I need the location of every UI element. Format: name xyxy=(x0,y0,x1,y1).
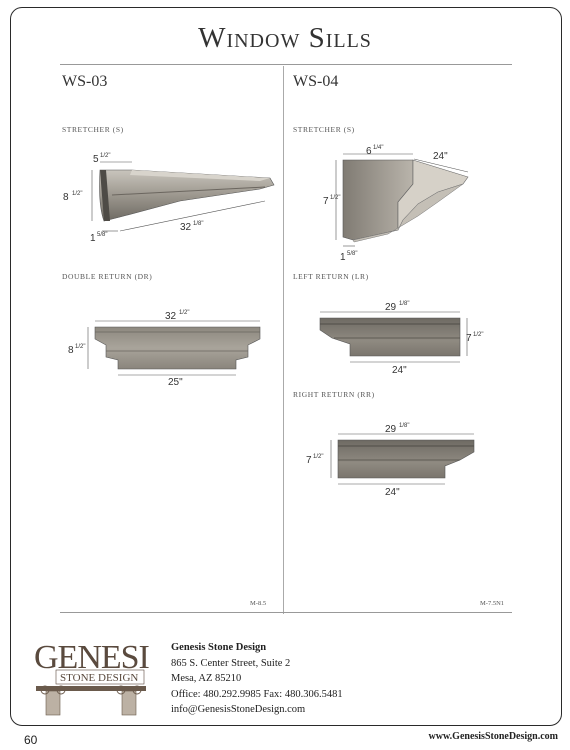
dim-ws03-dr-top: 32 xyxy=(165,311,177,322)
website-link[interactable]: www.GenesisStoneDesign.com xyxy=(428,731,558,742)
dim-ws03-dr-top-frac: 1/2" xyxy=(179,310,189,316)
dim-ws03-s-height-frac: 1/2" xyxy=(72,191,82,197)
company-city: Mesa, AZ 85210 xyxy=(171,673,242,684)
dim-ws03-s-top: 5 xyxy=(93,154,99,165)
section-label-ws04-stretcher: STRETCHER (S) xyxy=(293,125,355,134)
logo-subtitle: STONE DESIGN xyxy=(60,672,138,684)
dim-ws04-rr-bottom: 24" xyxy=(385,487,400,498)
dim-ws04-rr-top-frac: 1/8" xyxy=(399,423,409,429)
section-label-ws03-double-return: DOUBLE RETURN (DR) xyxy=(62,272,153,281)
section-label-ws04-right-return: RIGHT RETURN (RR) xyxy=(293,390,375,399)
ref-ws03: M-8.5 xyxy=(250,600,267,607)
dim-ws04-s-depth: 6 xyxy=(366,146,372,157)
ws04-right-return-drawing: 29 1/8" 7 1/2" 24" xyxy=(306,423,475,498)
dim-ws04-rr-height-frac: 1/2" xyxy=(313,454,323,460)
page-title: Window Sills xyxy=(198,22,372,54)
dim-ws04-rr-top: 29 xyxy=(385,424,397,435)
bottom-rule xyxy=(60,612,512,613)
company-address-block: Genesis Stone Design 865 S. Center Stree… xyxy=(171,640,343,718)
dim-ws03-s-height: 8 xyxy=(63,192,69,203)
ws04-stretcher-drawing: 6 1/4" 24" 7 1/2" 1 5/8" xyxy=(323,145,469,263)
dim-ws04-s-width: 24" xyxy=(433,151,448,162)
section-label-ws03-stretcher: STRETCHER (S) xyxy=(62,125,124,134)
dim-ws04-s-bottom-frac: 5/8" xyxy=(347,251,357,257)
dim-ws03-s-bottom-frac: 5/8" xyxy=(97,232,107,238)
dim-ws04-lr-height: 7 xyxy=(466,333,472,344)
company-email[interactable]: info@GenesisStoneDesign.com xyxy=(171,704,306,715)
page-frame xyxy=(10,7,562,726)
dim-ws03-s-length: 32 xyxy=(180,222,192,233)
dim-ws03-s-top-frac: 1/2" xyxy=(100,153,110,159)
model-ws03: WS-03 xyxy=(62,73,108,90)
dim-ws04-s-bottom: 1 xyxy=(340,252,346,263)
dim-ws03-s-length-frac: 1/8" xyxy=(193,221,203,227)
dim-ws03-dr-height-frac: 1/2" xyxy=(75,344,85,350)
company-phones: Office: 480.292.9985 Fax: 480.306.5481 xyxy=(171,688,343,700)
title-rule xyxy=(60,64,512,65)
dim-ws04-lr-height-frac: 1/2" xyxy=(473,332,483,338)
column-divider xyxy=(283,66,284,614)
section-label-ws04-left-return: LEFT RETURN (LR) xyxy=(293,272,369,281)
model-ws04: WS-04 xyxy=(293,73,339,90)
page-number: 60 xyxy=(24,733,38,747)
dim-ws03-dr-height: 8 xyxy=(68,345,74,356)
dim-ws04-s-height: 7 xyxy=(323,196,329,207)
company-street: 865 S. Center Street, Suite 2 xyxy=(171,657,291,669)
dim-ws04-s-height-frac: 1/2" xyxy=(330,195,340,201)
dim-ws04-lr-bottom: 24" xyxy=(392,365,407,376)
dim-ws04-rr-height: 7 xyxy=(306,455,312,466)
ws03-double-return-drawing: 32 1/2" 8 1/2" 25" xyxy=(68,310,261,388)
dim-ws04-lr-top: 29 xyxy=(385,302,397,313)
company-name: Genesis Stone Design xyxy=(171,642,267,653)
ref-ws04: M-7.5N1 xyxy=(480,600,505,607)
dim-ws03-s-bottom: 1 xyxy=(90,233,96,244)
ws03-stretcher-drawing: 5 1/2" 8 1/2" 1 5/8" 32 1/8" xyxy=(63,153,275,244)
ws04-left-return-drawing: 29 1/8" 7 1/2" 24" xyxy=(319,301,483,376)
dim-ws04-lr-top-frac: 1/8" xyxy=(399,301,409,307)
dim-ws04-s-depth-frac: 1/4" xyxy=(373,145,383,151)
dim-ws03-dr-bottom: 25" xyxy=(168,377,183,388)
